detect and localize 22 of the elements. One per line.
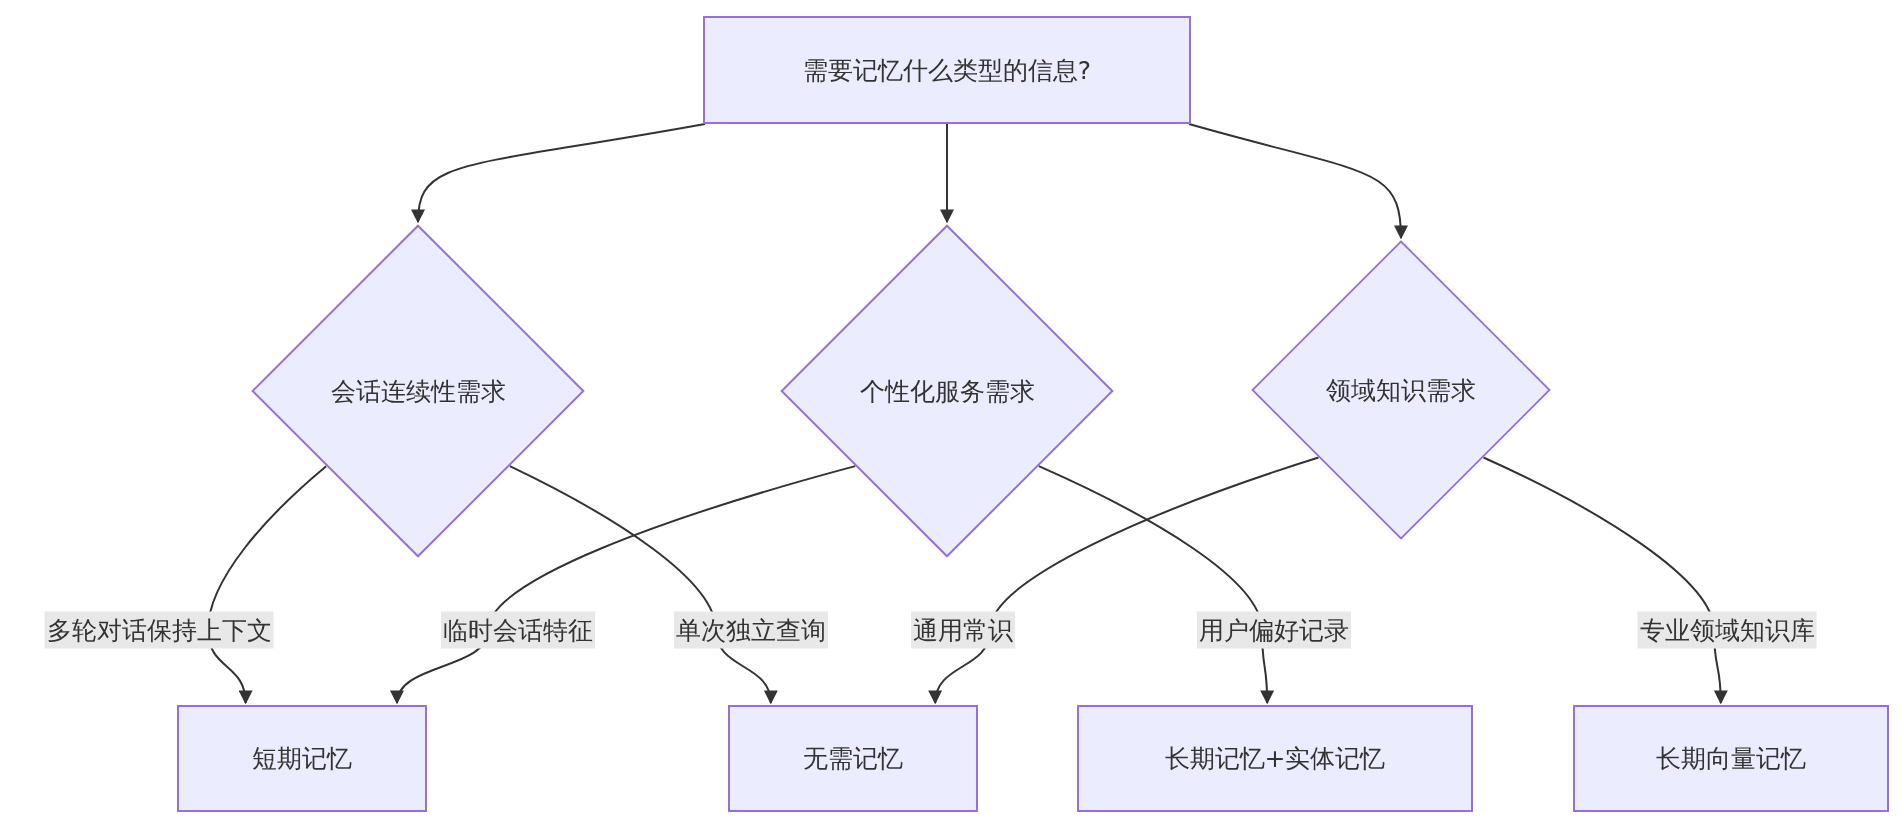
- process-box: 长期记忆+实体记忆: [1077, 705, 1473, 812]
- edge-label: 单次独立查询: [674, 611, 828, 649]
- arrow: [508, 465, 777, 705]
- edge-label: 多轮对话保持上下文: [44, 611, 274, 649]
- process-box: 长期向量记忆: [1573, 705, 1889, 812]
- arrow: [411, 123, 706, 224]
- process-box: 短期记忆: [177, 705, 427, 812]
- decision-diamond: 领域知识需求: [1251, 240, 1551, 540]
- arrow: [940, 123, 954, 224]
- edge-label: 用户偏好记录: [1197, 611, 1351, 649]
- edge-label: 临时会话特征: [441, 611, 595, 649]
- decision-diamond: 个性化服务需求: [780, 224, 1114, 558]
- arrow: [392, 465, 857, 705]
- decision-diamond: 会话连续性需求: [251, 224, 585, 558]
- process-box: 需要记忆什么类型的信息?: [703, 16, 1191, 124]
- arrow: [1188, 123, 1408, 240]
- process-box: 无需记忆: [728, 705, 978, 812]
- arrow: [1482, 456, 1728, 705]
- edge-label: 专业领域知识库: [1637, 611, 1817, 649]
- arrow: [1037, 465, 1275, 705]
- edge-label: 通用常识: [911, 611, 1015, 649]
- arrow: [929, 456, 1320, 705]
